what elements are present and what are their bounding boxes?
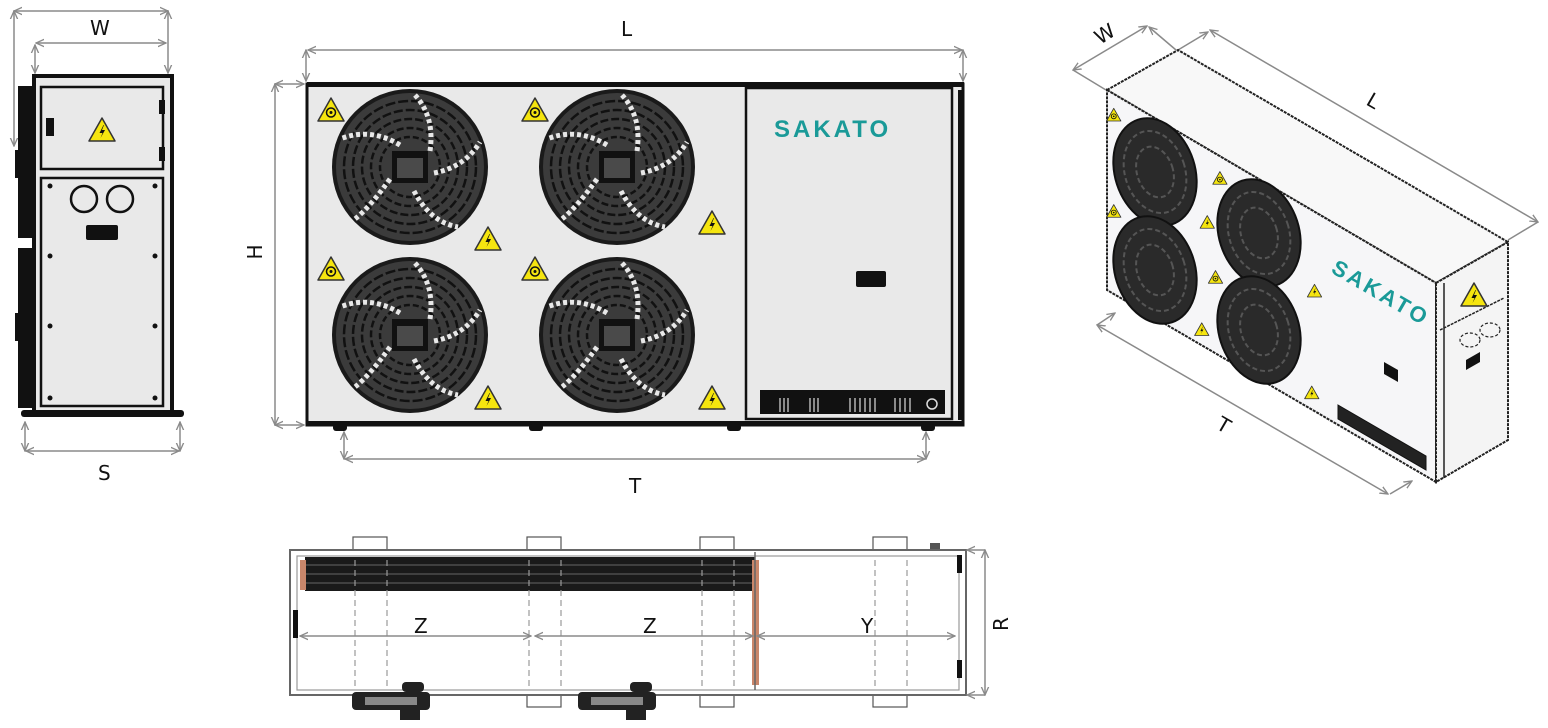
- display-window: [856, 271, 886, 287]
- fan-icon: [539, 89, 695, 245]
- front-base-label: T: [628, 474, 642, 498]
- fan-icon: [1112, 117, 1198, 227]
- iso-base-label: T: [1212, 411, 1236, 439]
- brand-logo: SAKATO: [774, 116, 891, 143]
- top-segment-1-label: Z: [414, 614, 428, 638]
- front-height-label: H: [243, 244, 267, 259]
- front-view: L H SAKATO: [243, 17, 964, 498]
- front-length-label: L: [621, 17, 633, 41]
- top-segment-3-label: Y: [860, 614, 874, 638]
- fan-icon: [332, 89, 488, 245]
- fan-icon: [539, 257, 695, 413]
- side-view: W S: [14, 11, 184, 485]
- fan-icon: [1112, 215, 1198, 325]
- iso-length-label: L: [1363, 88, 1385, 115]
- fan-icon: [1216, 178, 1302, 288]
- isometric-view: W L: [1073, 18, 1538, 494]
- top-depth-label: R: [989, 617, 1013, 631]
- top-view: Z Z Y R: [289, 536, 1013, 720]
- side-width-label: W: [90, 16, 110, 40]
- vent-grille: [760, 390, 945, 414]
- side-base-label: S: [98, 461, 111, 485]
- fan-icon: [332, 257, 488, 413]
- top-segment-2-label: Z: [643, 614, 657, 638]
